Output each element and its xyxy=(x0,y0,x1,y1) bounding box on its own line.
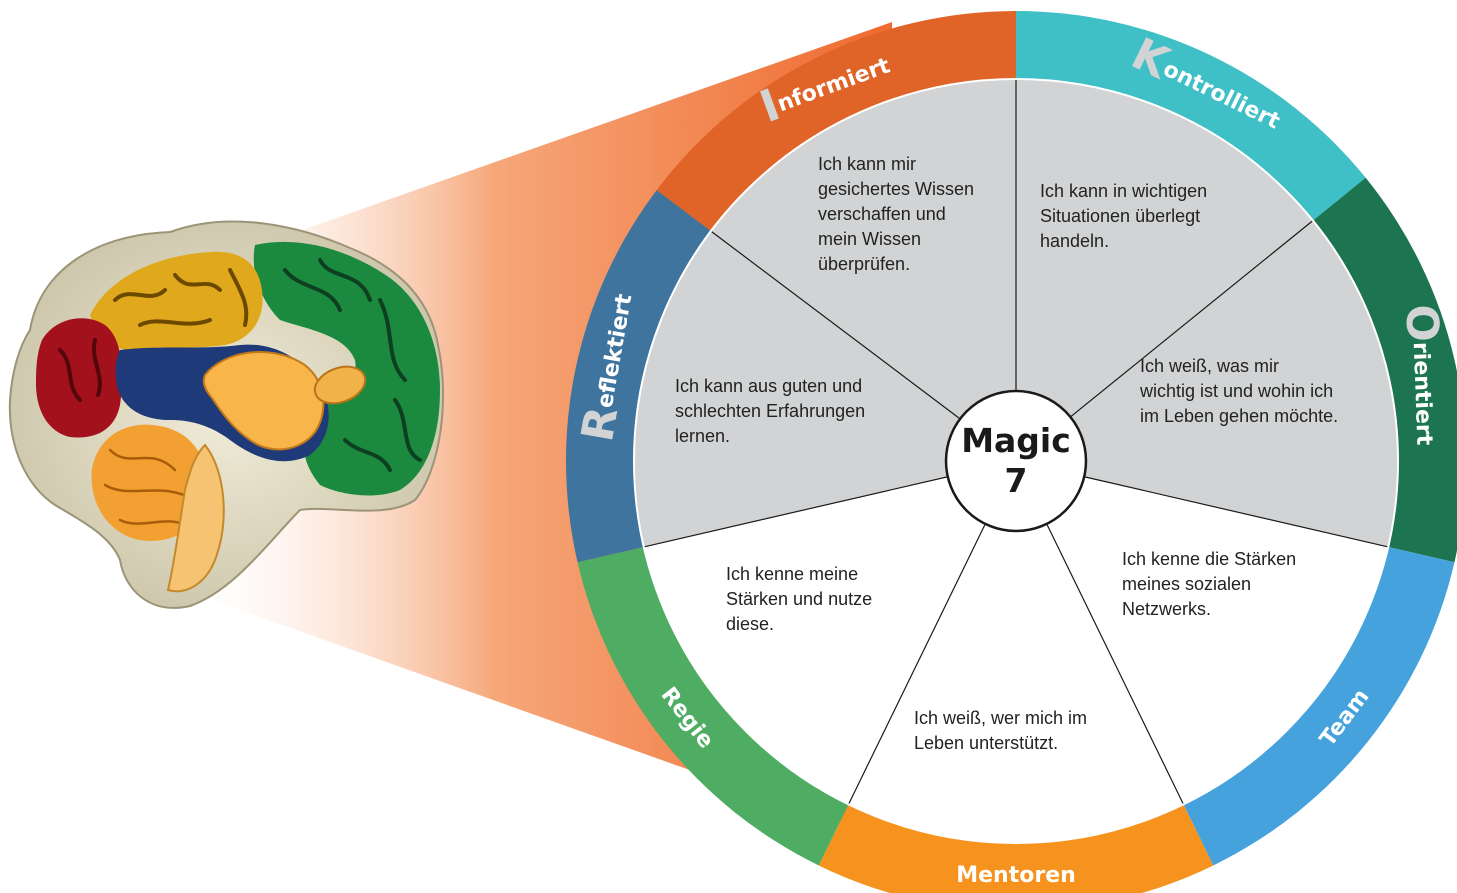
segment-text-line: schlechten Erfahrungen xyxy=(675,401,865,421)
divider-line xyxy=(710,230,961,420)
segment-text-reflektiert: Ich kann aus guten und schlechten Erfahru… xyxy=(675,376,865,446)
ring-band-orientiert xyxy=(1312,177,1457,563)
segment-informiert xyxy=(710,79,1016,461)
segment-text-line: Ich kann in wichtigen xyxy=(1040,181,1207,201)
segment-text-line: gesichertes Wissen xyxy=(818,179,974,199)
divider-line xyxy=(848,523,986,805)
divider-line xyxy=(1046,523,1184,805)
center-number: 7 xyxy=(1005,461,1028,500)
segment-text-line: diese. xyxy=(726,614,774,634)
segment-text-line: Ich weiß, was mir xyxy=(1140,356,1279,376)
segment-text-line: meines sozialen xyxy=(1122,574,1251,594)
center-title: Magic xyxy=(961,421,1071,460)
ring-label-initial: O xyxy=(1396,304,1448,343)
segment-text-line: Ich weiß, wer mich im xyxy=(914,708,1087,728)
center-circle xyxy=(944,389,1088,533)
segment-text-line: lernen. xyxy=(675,426,730,446)
segment-text-line: Situationen überlegt xyxy=(1040,206,1200,226)
segment-text-line: Ich kenne die Stärken xyxy=(1122,549,1296,569)
segment-text-line: im Leben gehen möchte. xyxy=(1140,406,1338,426)
segment-text-line: wichtig ist und wohin ich xyxy=(1139,381,1333,401)
segment-text-line: mein Wissen xyxy=(818,229,921,249)
segment-kontrolliert xyxy=(1016,79,1313,461)
segment-team xyxy=(1016,461,1389,805)
segment-regie xyxy=(643,461,1016,805)
inner-segments xyxy=(634,79,1398,843)
segment-text-line: Leben unterstützt. xyxy=(914,733,1058,753)
divider-line xyxy=(1084,476,1389,548)
ring-band-reflektiert xyxy=(566,190,711,563)
segment-text-informiert: Ich kann mir gesichertes Wissen verschaffe… xyxy=(818,154,974,274)
segment-text-line: Ich kann mir xyxy=(818,154,916,174)
segment-text-line: handeln. xyxy=(1040,231,1109,251)
segment-text-line: Netzwerks. xyxy=(1122,599,1211,619)
segment-mentoren xyxy=(848,461,1184,843)
ring-band-kontrolliert xyxy=(1016,11,1366,221)
segment-reflektiert xyxy=(634,231,1016,547)
ring-label-orientiert: Orientiert xyxy=(1396,304,1452,447)
ring-label-rest: Mentoren xyxy=(956,863,1076,888)
segment-texts: Ich kann mir gesichertes Wissen verschaffe… xyxy=(675,154,1338,753)
segment-text-line: überprüfen. xyxy=(818,254,910,274)
segment-text-orientiert: Ich weiß, was mir wichtig ist und wohin i… xyxy=(1139,356,1338,426)
ring-band-mentoren xyxy=(818,804,1214,893)
segment-text-line: Ich kenne meine xyxy=(726,564,858,584)
divider-line xyxy=(1070,220,1314,418)
divider-line xyxy=(643,476,948,548)
segment-text-line: Stärken und nutze xyxy=(726,589,872,609)
center-hub: Magic 7 xyxy=(944,389,1088,533)
brain-illustration xyxy=(8,220,445,609)
ring-band-regie xyxy=(577,546,849,866)
segment-orientiert xyxy=(1016,220,1398,547)
outer-ring xyxy=(566,11,1457,893)
segment-text-mentoren: Ich weiß, wer mich im Leben unterstützt. xyxy=(914,708,1087,753)
ring-band-informiert xyxy=(656,11,1016,232)
segment-text-line: Ich kann aus guten und xyxy=(675,376,862,396)
segment-text-line: verschaffen und xyxy=(818,204,946,224)
segment-dividers xyxy=(633,78,1399,844)
ring-label-mentoren: Mentoren xyxy=(956,863,1076,888)
ring-label-rest: rientiert xyxy=(1408,342,1437,447)
ring-band-team xyxy=(1183,546,1455,866)
inner-ring-edge xyxy=(633,78,1399,844)
